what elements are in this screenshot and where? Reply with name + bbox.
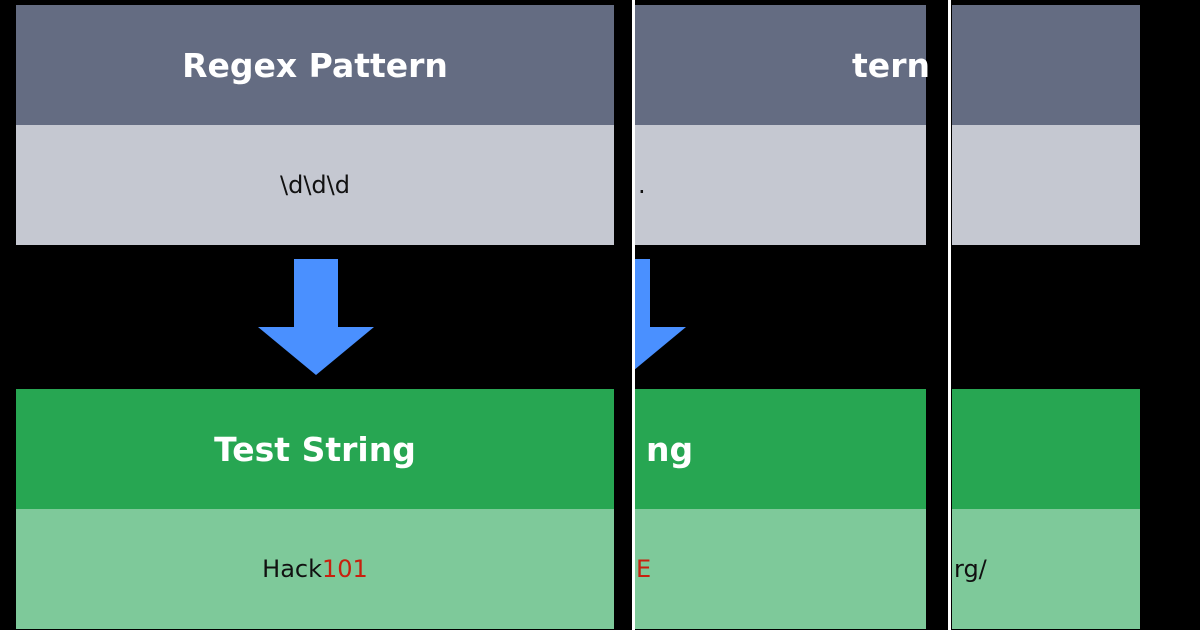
regex-pattern-value: .: [638, 171, 646, 199]
regex-pattern-title: Regex Pattern: [182, 45, 448, 85]
test-string-title: ng: [646, 429, 694, 469]
regex-pattern-value: \d\d\d: [280, 171, 350, 199]
test-string-header: ng: [635, 389, 926, 509]
panel-divider-2: [948, 0, 951, 630]
panel-3: rg/: [951, 0, 1200, 630]
test-string-body: rg/: [952, 509, 1140, 629]
panel-divider-1: [632, 0, 635, 630]
test-string-match: E: [636, 555, 652, 583]
regex-pattern-header: tern: [635, 5, 930, 125]
test-string-header: [952, 389, 1140, 509]
down-arrow-icon: [258, 259, 374, 375]
regex-pattern-body: .: [635, 125, 926, 245]
test-string-match: 101: [322, 555, 368, 583]
regex-pattern-title: tern: [852, 45, 930, 85]
regex-pattern-body: [952, 125, 1140, 245]
regex-pattern-header: Regex Pattern: [16, 5, 614, 125]
test-string-plain: Hack: [262, 555, 323, 583]
panel-2: tern . ng E: [635, 0, 948, 630]
regex-pattern-header: [952, 5, 1140, 125]
arrow-shape: [635, 259, 686, 370]
arrow-shape: [258, 259, 374, 375]
test-string-title: Test String: [214, 429, 416, 469]
regex-pattern-body: \d\d\d: [16, 125, 614, 245]
test-string-body: E: [635, 509, 926, 629]
test-string-plain: rg/: [954, 555, 987, 583]
test-string-header: Test String: [16, 389, 614, 509]
down-arrow-icon: [635, 259, 686, 370]
